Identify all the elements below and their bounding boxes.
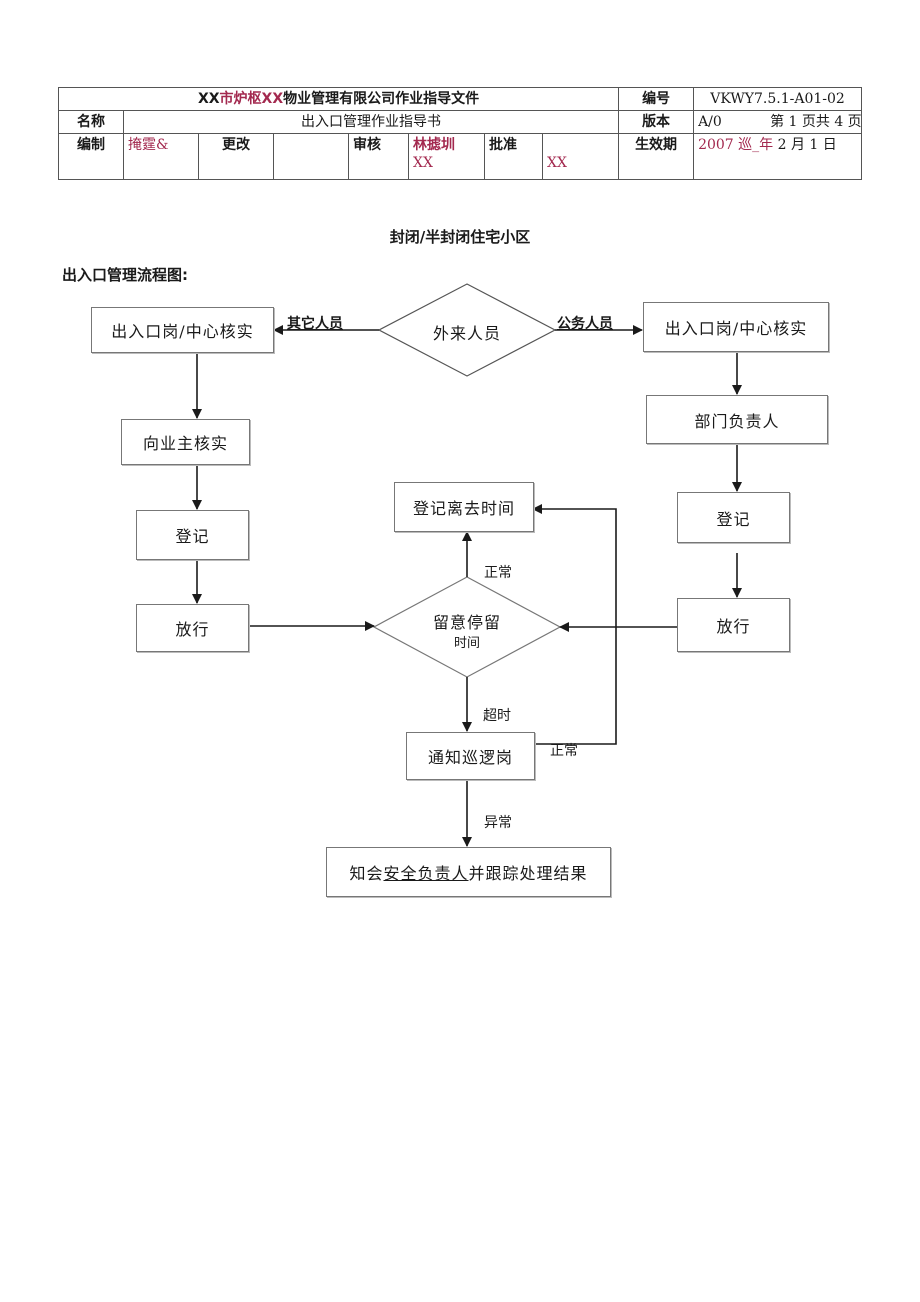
visitor-diamond-shape — [377, 283, 557, 377]
prepared-label: 编制 — [58, 133, 124, 180]
stay-diamond-line2: 时间 — [453, 636, 480, 651]
prepared-value: 掩霆& — [123, 133, 199, 180]
dept-head-box: 部门负责人 — [646, 395, 828, 444]
review-xx: XX — [413, 155, 433, 171]
right-register-box: 登记 — [677, 492, 790, 543]
right-entry-check-box: 出入口岗/中心核实 — [643, 302, 829, 352]
edge-other-label: 其它人员 — [287, 316, 343, 332]
approve-cell: XX — [541, 133, 620, 180]
review-label: 审核 — [348, 133, 409, 180]
final-action-box: 知会安全负责人并跟踪处理结果 — [326, 847, 611, 897]
version-page-cell: A/0 第 1 页共 4 页 — [693, 110, 863, 134]
company-title: XX市炉枢XX物业管理有限公司作业指导文件 — [57, 87, 620, 111]
document-title: 封闭/半封闭住宅小区 — [389, 228, 531, 246]
effective-label: 生效期 — [618, 133, 695, 180]
document-header-table: XX市炉枢XX物业管理有限公司作业指导文件 编号 VKWY7.5.1-A01-0… — [57, 87, 863, 180]
flowchart-heading: 出入口管理流程图: — [62, 266, 188, 284]
visitor-diamond-label: 外来人员 — [432, 324, 501, 343]
left-release-box: 放行 — [136, 604, 249, 652]
edge-abnormal-label: 异常 — [484, 815, 512, 831]
approve-xx: XX — [547, 155, 567, 171]
name-label: 名称 — [58, 110, 124, 134]
edge-normal-loop — [532, 504, 617, 745]
edge-official-label: 公务人员 — [557, 316, 613, 332]
left-register-box: 登记 — [136, 510, 249, 560]
owner-check-box: 向业主核实 — [121, 419, 250, 465]
left-entry-check-box: 出入口岗/中心核实 — [91, 307, 274, 353]
change-value — [273, 133, 349, 180]
edge-overtime-label: 超时 — [483, 708, 511, 724]
edge-normal-right-label: 正常 — [550, 743, 578, 759]
notify-patrol-box: 通知巡逻岗 — [406, 732, 535, 780]
right-release-box: 放行 — [677, 598, 790, 652]
doc-no-value: VKWY7.5.1-A01-02 — [693, 87, 863, 111]
review-cell: 林摅圳 XX — [408, 133, 485, 180]
review-value: 林摅圳 — [413, 137, 455, 153]
version-label: 版本 — [618, 110, 695, 134]
doc-no-label: 编号 — [618, 87, 695, 111]
approve-label: 批准 — [484, 133, 543, 180]
effective-date: 2007 巡_年 2 月 1 日 — [693, 133, 863, 180]
name-value: 出入口管理作业指导书 — [122, 110, 620, 134]
page-info: 第 1 页共 4 页 — [770, 114, 862, 130]
version-value: A/0 — [698, 114, 722, 130]
register-leave-box: 登记离去时间 — [394, 482, 534, 532]
stay-diamond-line1: 留意停留 — [432, 613, 501, 632]
edge-normal-top-label: 正常 — [484, 565, 512, 581]
